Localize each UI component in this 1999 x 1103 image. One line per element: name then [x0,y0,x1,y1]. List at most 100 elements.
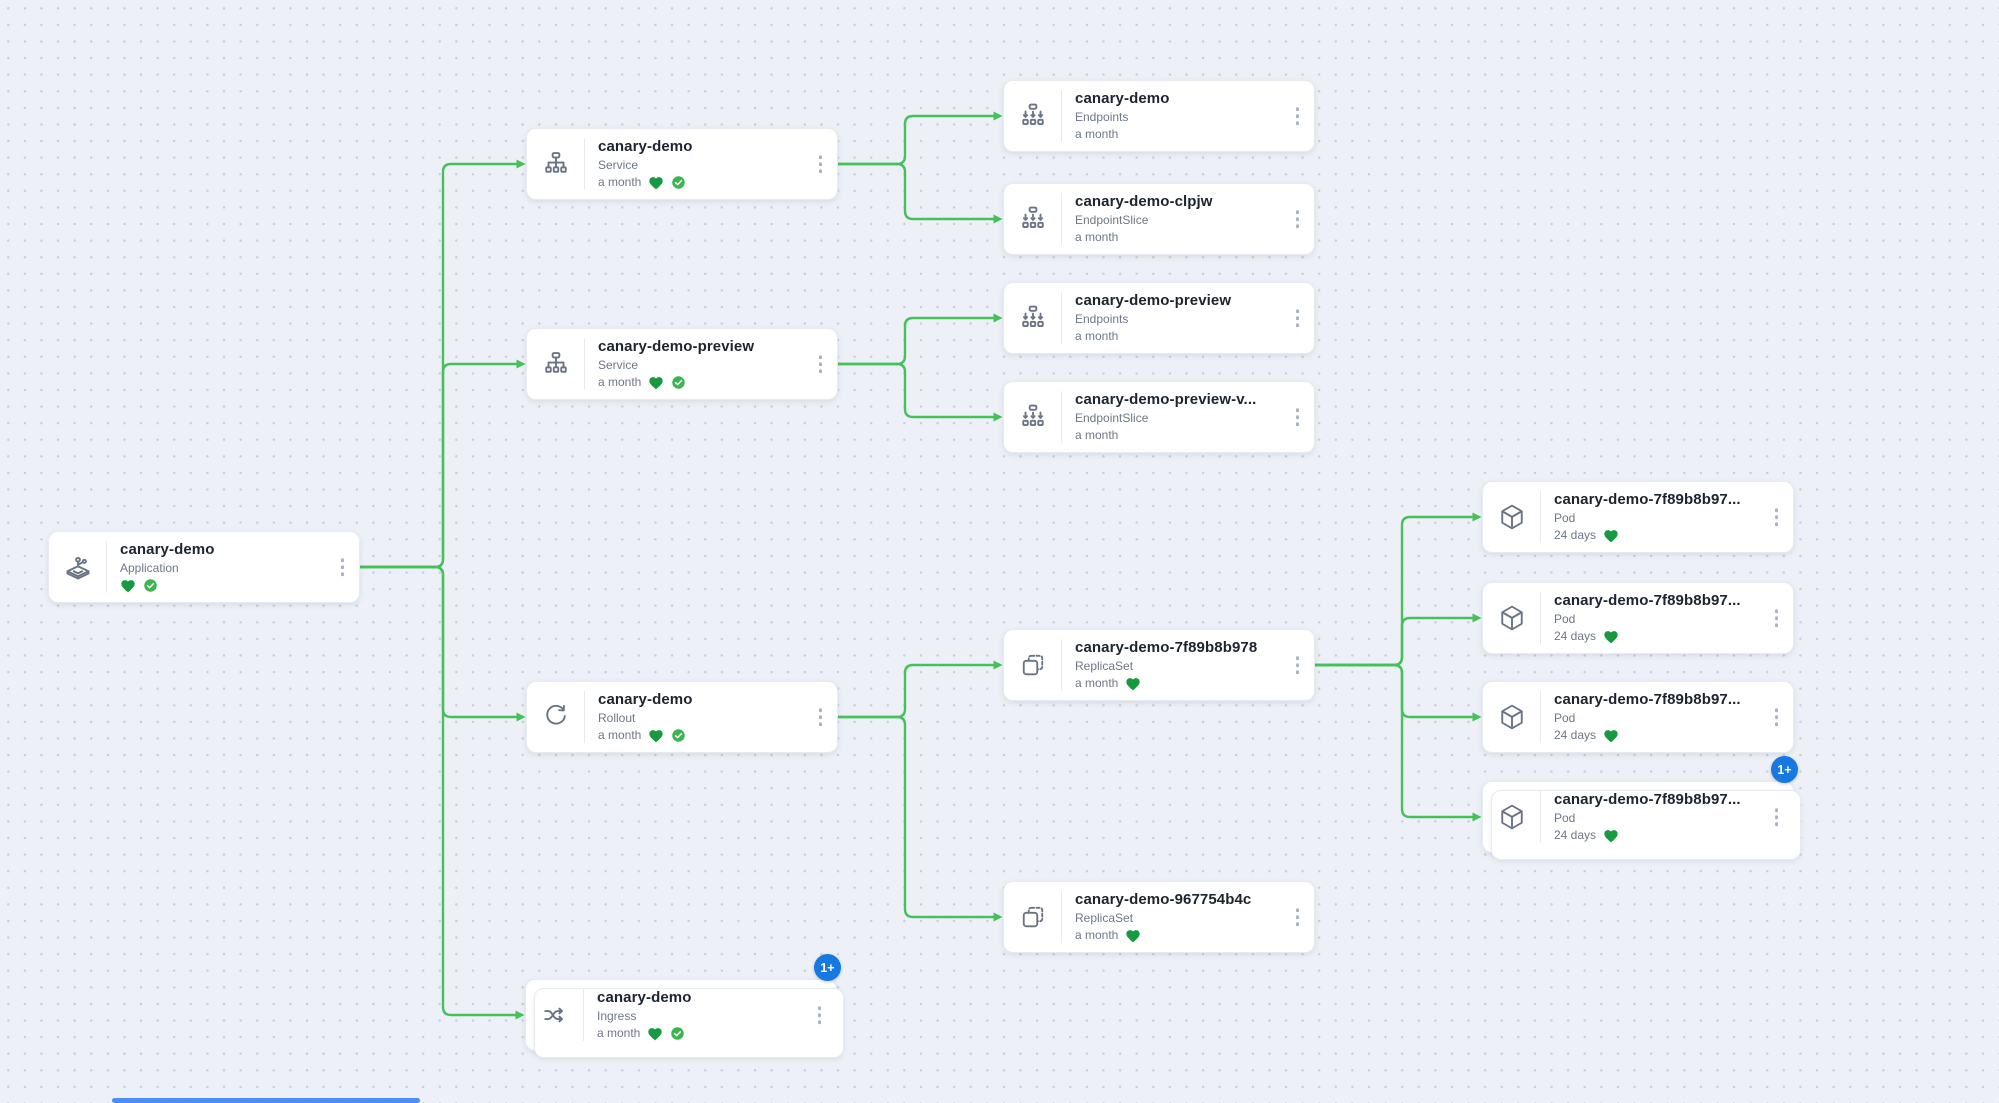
pod-icon [1501,804,1523,830]
group-count-badge[interactable]: 1+ [1771,756,1798,783]
node-menu-button[interactable] [1771,704,1783,730]
resource-title: canary-demo-7f89b8b97... [1554,491,1741,508]
node-menu-button[interactable] [1292,206,1304,232]
edge-app-to-ingress-canary-demo [358,565,525,1020]
edge-replicaset-7f89b8b978-to-pod-2 [1313,613,1482,667]
rollout-icon [546,704,566,725]
resource-meta-row: a month [1075,428,1306,443]
resource-title: canary-demo-preview [1075,292,1232,309]
edge-app-to-service-canary-demo [358,159,526,569]
resource-meta-row: 24 days [1554,828,1785,843]
node-menu-button[interactable] [814,1002,826,1028]
node-menu-button[interactable] [1292,904,1304,930]
age-label: a month [598,728,642,742]
health-heart-icon [1126,678,1141,691]
sync-check-icon [671,1027,685,1040]
resource-meta-row: a month [1075,676,1306,691]
resource-kind-label: ReplicaSet [1075,911,1134,925]
node-menu-button[interactable] [1771,504,1783,530]
resource-title: canary-demo [598,138,693,155]
resource-node-pod-1[interactable]: canary-demo-7f89b8b97... Pod 24 days [1482,481,1794,553]
node-menu-button[interactable] [1292,305,1304,331]
age-label: 24 days [1554,629,1597,643]
resource-kind-label: Application [120,561,179,575]
health-heart-icon [1604,830,1618,843]
resource-meta-row: 24 days [1554,528,1785,543]
resource-kind-label: ReplicaSet [1075,659,1134,673]
resource-meta-row: a month [1075,329,1306,344]
resource-kind-label: Ingress [597,1009,637,1023]
resource-kind-label: Service [598,158,639,172]
node-menu-button[interactable] [815,151,827,177]
resource-title: canary-demo-preview [598,338,755,355]
age-label: a month [1075,428,1119,442]
resource-meta-row: a month [598,375,829,390]
age-label: 24 days [1554,728,1597,742]
resource-title: canary-demo-preview-v... [1075,391,1257,408]
sync-check-icon [144,579,157,592]
node-menu-button[interactable] [1292,652,1304,678]
resource-kind-label: Pod [1554,711,1576,725]
resource-kind-label: Endpoints [1075,110,1129,124]
resource-title: canary-demo [597,989,692,1006]
resource-title: canary-demo [120,541,215,558]
resource-title: canary-demo [1075,90,1170,107]
horizontal-scrollbar-thumb[interactable] [112,1098,420,1103]
age-label: a month [1075,329,1119,343]
resource-kind-label: Rollout [598,711,636,725]
resource-title: canary-demo-clpjw [1075,193,1213,210]
resource-meta-row: 24 days [1554,728,1785,743]
resource-kind-label: EndpointSlice [1075,411,1149,425]
health-heart-icon [649,377,664,390]
node-menu-button[interactable] [1292,404,1304,430]
health-heart-icon [1604,530,1618,543]
age-label: a month [1075,676,1119,690]
node-menu-button[interactable] [1771,804,1783,830]
age-label: a month [1075,928,1119,942]
endpointslice-icon [1022,404,1044,426]
edge-app-to-rollout-canary-demo [358,565,526,722]
resource-meta-row: a month [1075,127,1306,142]
resource-meta-row: a month [598,175,829,190]
endpointslice-icon [1022,206,1044,228]
sync-check-icon [672,729,686,742]
resource-meta-row: 24 days [1554,629,1785,644]
group-count-badge[interactable]: 1+ [814,954,841,981]
edge-replicaset-7f89b8b978-to-pod-1 [1313,512,1482,667]
edge-service-canary-demo-to-endpoints-canary-demo [836,111,1003,166]
resource-kind-label: Pod [1554,811,1576,825]
age-label: a month [597,1026,641,1040]
edge-rollout-canary-demo-to-replicaset-7f89b8b978 [836,660,1003,719]
resource-kind-label: Pod [1554,511,1576,525]
resource-node-endpointslice-canary-demo-preview[interactable]: canary-demo-preview-v... EndpointSlice a m… [1003,381,1315,453]
node-menu-button[interactable] [815,704,827,730]
node-menu-button[interactable] [337,554,349,580]
node-menu-button[interactable] [815,351,827,377]
health-heart-icon [649,177,664,190]
age-label: 24 days [1554,528,1597,542]
sync-check-icon [672,176,686,189]
edge-replicaset-7f89b8b978-to-pod-3 [1313,663,1482,722]
resource-meta-row [120,578,351,593]
node-menu-button[interactable] [1771,605,1783,631]
node-menu-button[interactable] [1292,103,1304,129]
edge-service-canary-demo-to-endpointslice-canary-demo-clpjw [836,162,1003,224]
health-heart-icon [649,730,664,743]
service-icon [545,152,567,173]
age-label: a month [598,375,642,389]
